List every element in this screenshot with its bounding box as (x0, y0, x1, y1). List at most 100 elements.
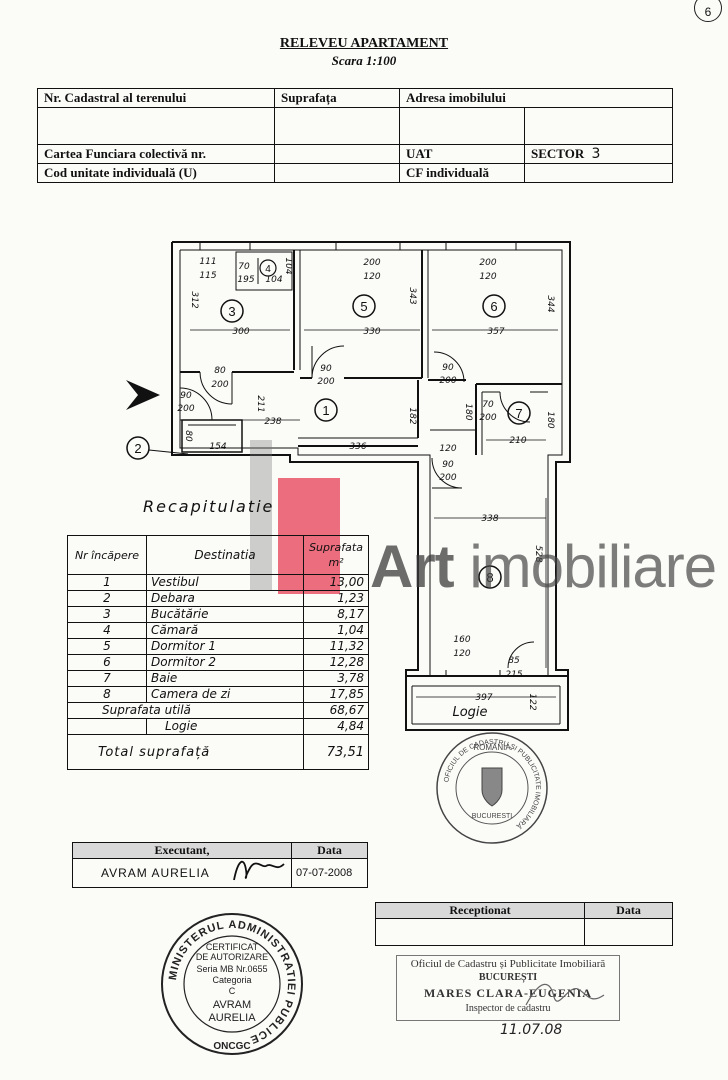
page-number: 6 (694, 0, 722, 22)
dim-label: 200 (439, 473, 456, 483)
dim-label: 80 (183, 430, 193, 442)
dim-label: 210 (509, 436, 526, 446)
watermark-brand-rest: imobiliare (469, 533, 717, 600)
dim-label: 195 (237, 275, 254, 285)
dim-label: 200 (363, 258, 380, 268)
dim-label: 120 (363, 272, 380, 282)
dim-label: 330 (363, 327, 380, 337)
recap-head-destinatia: Destinatia (146, 535, 304, 575)
dim-label: 397 (475, 693, 492, 703)
dim-label: 120 (453, 649, 470, 659)
watermark-text: Art imobiliare (370, 532, 717, 601)
dim-label: 300 (232, 327, 249, 337)
dim-label: 90 (442, 363, 454, 373)
room-number-6: 6 (490, 299, 497, 314)
dim-label: 154 (209, 442, 226, 452)
watermark-brand: Art (370, 533, 455, 600)
dim-label: 80 (214, 366, 226, 376)
dim-label: 528 (533, 545, 543, 562)
room-number-2: 2 (134, 441, 141, 456)
dim-label: 200 (211, 380, 228, 390)
stamp-left-bottom: ONCGC (213, 1041, 250, 1052)
dim-label: 115 (199, 271, 216, 281)
dim-label: 90 (320, 364, 332, 374)
cadastral-header-table: Nr. Cadastral al terenului Suprafața Adr… (37, 88, 673, 183)
stamp-left-line6: AVRAM (213, 999, 251, 1011)
executant-signature (233, 860, 285, 881)
coat-of-arms-icon (481, 767, 503, 807)
ocpi-line3: MARES CLARA-EUGENIA (423, 986, 592, 1000)
authorization-stamp: MINISTERUL ADMINISTRATIEI PUBLICE CERTIF… (161, 913, 303, 1055)
dim-label: 120 (479, 272, 496, 282)
stamp-right-city: BUCURESTI (472, 813, 513, 820)
dim-label: 90 (180, 391, 192, 401)
dim-label: 120 (439, 444, 456, 454)
stamp-left-line5: C (229, 986, 236, 996)
dim-label: 111 (199, 257, 216, 267)
dim-label: 90 (442, 460, 454, 470)
stamp-left-line7: AURELIA (208, 1012, 256, 1024)
sector-value: 3 (591, 146, 601, 162)
recap-head-nr: Nr încăpere (67, 535, 147, 575)
dim-label: 180 (545, 411, 555, 428)
dim-label: 200 (439, 376, 456, 386)
ocpi-date: 11.07.08 (500, 1022, 563, 1038)
ocpi-line4: Inspector de cadastru (465, 1003, 551, 1014)
recap-head-suprafata: Suprafata m² (303, 535, 369, 575)
stamp-left-line2: DE AUTORIZARE (196, 952, 268, 962)
ocpi-round-stamp: OFICIUL DE CADASTRU ȘI PUBLICITATE IMOBI… (436, 732, 548, 844)
dim-label: 160 (453, 635, 470, 645)
dim-label: 238 (264, 417, 281, 427)
room-number-5: 5 (360, 299, 367, 314)
ocpi-line2: BUCUREȘTI (478, 972, 538, 983)
receptionat-label: Receptionat (375, 902, 585, 919)
dim-label: 70 (238, 262, 250, 272)
dim-label: 180 (463, 403, 473, 420)
executant-label: Executant, (72, 842, 292, 859)
stamp-right-top: ROMÂNIA (473, 743, 511, 752)
dim-label: 200 (317, 377, 334, 387)
dim-label: 336 (349, 442, 366, 452)
stamp-left-line1: CERTIFICAT (206, 942, 259, 952)
stamp-left-line3: Seria MB Nr.0655 (196, 964, 267, 974)
dim-label: 343 (407, 287, 417, 304)
cod-unitate-label: Cod unitate individuală (U) (37, 163, 275, 183)
plan-outer-wall (171, 241, 571, 731)
dim-label: 200 (479, 258, 496, 268)
dim-label: 357 (487, 327, 504, 337)
ocpi-rect-stamp (396, 955, 620, 1021)
dim-label: 211 (255, 395, 265, 412)
room-number-4: 4 (265, 264, 271, 275)
document-title: RELEVEU APARTAMENT (279, 36, 449, 51)
executant-date: 07-07-2008 (291, 858, 368, 888)
executant-data-label: Data (291, 842, 368, 859)
room-number-7: 7 (515, 406, 522, 421)
room-number-8: 8 (486, 570, 493, 585)
dim-label: 70 (482, 400, 494, 410)
entry-arrow (126, 380, 160, 410)
cartea-funciara-label: Cartea Funciara colectivă nr. (37, 144, 275, 164)
dim-label: 104 (283, 257, 293, 274)
room-number-3: 3 (228, 304, 235, 319)
dim-label: 344 (545, 295, 555, 312)
room-number-1: 1 (322, 403, 329, 418)
scale-label: Scara 1:100 (331, 53, 397, 68)
dim-label: 85 (508, 656, 520, 666)
ocpi-line1: Oficiul de Cadastru și Publicitate Imobi… (410, 958, 606, 970)
stamp-left-line4: Categoria (212, 975, 251, 985)
dim-label: 215 (505, 670, 522, 680)
dim-label: 312 (189, 291, 199, 308)
dim-label: 200 (177, 404, 194, 414)
cf-individuala-label: CF individuală (399, 163, 525, 183)
